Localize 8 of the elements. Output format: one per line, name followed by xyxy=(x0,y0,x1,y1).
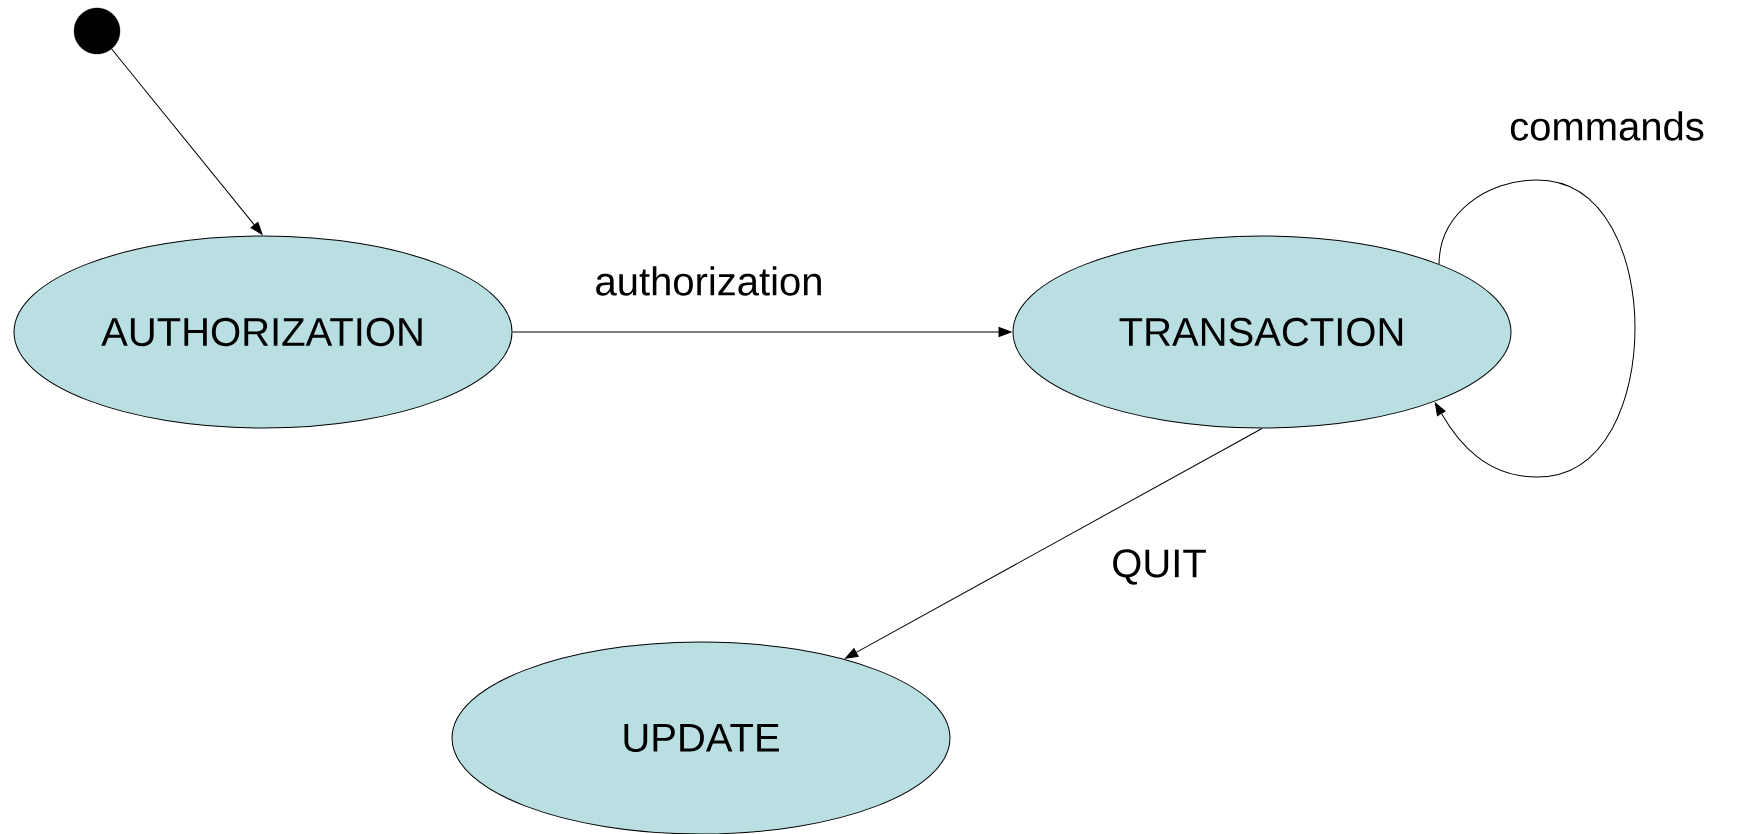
edge-label: QUIT xyxy=(1109,547,1209,587)
arrow xyxy=(1434,179,1636,478)
arrow xyxy=(111,48,263,235)
arrow xyxy=(512,327,1012,337)
start-dot xyxy=(73,7,121,55)
arrow xyxy=(845,428,1263,659)
edge-label: commands xyxy=(1507,109,1707,143)
edge-label: authorization xyxy=(592,264,826,298)
